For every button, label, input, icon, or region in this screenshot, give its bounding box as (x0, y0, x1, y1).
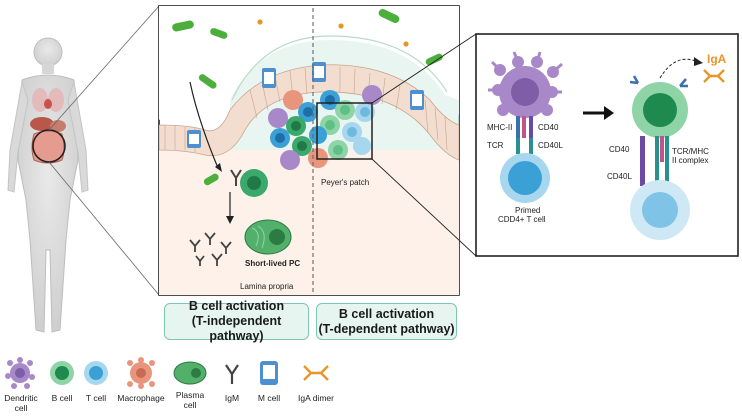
iga-dimer-zoom (703, 69, 725, 83)
arrow-bacteria-down (189, 81, 219, 169)
legend-label-mcell: M cell (257, 393, 281, 403)
peyers-patch-label: Peyer's patch (321, 178, 370, 187)
legend-icons (5, 357, 329, 389)
activation-arrow (583, 106, 614, 120)
t-independent-title: B cell activation (188, 299, 285, 313)
iga-dimer-icon (303, 365, 329, 381)
t-dependent-title: B cell activation (338, 306, 435, 321)
stomach-icon (50, 120, 66, 132)
t-cell-icon (84, 361, 108, 385)
t-independent-pathway-box: B cell activation (T-independent pathway… (164, 299, 309, 343)
m-cells (187, 62, 424, 148)
zoom-square (316, 102, 373, 160)
t-independent-subtitle: (T-independent pathway) (191, 314, 282, 343)
tcr-mhc-label-1: TCR/MHC (672, 147, 709, 156)
mhc-tcr-receptors (516, 116, 533, 154)
lamina-propria-label: Lamina propria (240, 282, 294, 291)
cd40-label-right: CD40 (609, 145, 630, 154)
t-dependent-subtitle: (T-dependent pathway) (318, 321, 455, 336)
tcr-mhc-label-2: II complex (672, 156, 709, 165)
iga-label: IgA (707, 52, 727, 66)
heart-icon (44, 99, 52, 109)
cd40-label-left: CD40 (538, 123, 559, 132)
legend-label-macrophage: Macrophage (117, 393, 165, 403)
cd40l-label-left: CD40L (538, 141, 563, 150)
lung-right-icon (48, 88, 64, 112)
igm-receptor-icon (230, 169, 242, 186)
macrophage-icon (127, 357, 155, 389)
m-cell-icon (260, 361, 278, 385)
liver-icon (30, 117, 54, 131)
igm-icon (225, 364, 239, 384)
short-lived-pc-label: Short-lived PC (245, 259, 301, 268)
bacteria-group (172, 9, 443, 186)
tcr-label: TCR (487, 141, 504, 150)
human-figure (7, 5, 160, 333)
legend-label-bcell: B cell (51, 393, 73, 403)
intestine-icon (31, 130, 65, 164)
cd40l-label-right: CD40L (607, 172, 632, 181)
t-dependent-pathway-box: B cell activation (T-dependent pathway) (316, 303, 457, 340)
plasma-cell-icon (173, 361, 207, 385)
dendritic-cell-icon (5, 357, 35, 389)
b-cell-icon (50, 361, 74, 385)
igm-antibodies-group (189, 232, 232, 266)
dendritic-cell-zoom (488, 51, 563, 118)
peyers-patch-cluster (268, 85, 382, 170)
primed-label-1: Primed (515, 206, 541, 215)
lung-left-icon (32, 88, 48, 112)
primed-label-2: CDD4+ T cell (498, 215, 546, 224)
legend-label-tcell: T cell (85, 393, 107, 403)
cd40-tcr-mhc-receptors (640, 136, 669, 186)
lamina-propria-region (159, 150, 459, 295)
legend-label-igm: IgM (224, 393, 240, 403)
mhc-ii-label: MHC-II (487, 123, 513, 132)
legend-label-iga-dimer: IgA dimer (298, 393, 334, 403)
